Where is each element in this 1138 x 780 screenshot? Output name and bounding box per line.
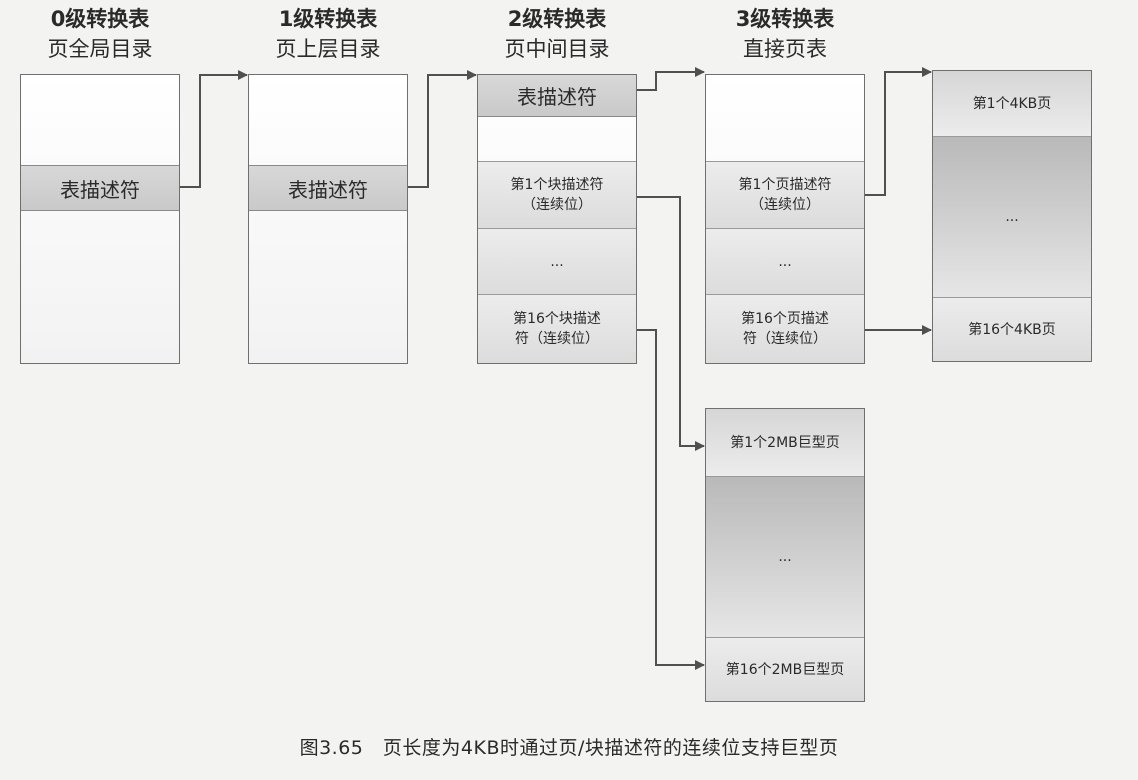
arrow-level2-to-level3: [637, 67, 705, 91]
level1-heading: 1级转换表 页上层目录: [248, 4, 408, 64]
level2-ellipsis-label: ...: [550, 253, 564, 270]
arrow-page1-to-4kb-first: [865, 67, 932, 196]
level3-last-page-line1: 第16个页描述: [741, 311, 829, 327]
level3-first-page-line2: （连续位）: [750, 197, 820, 213]
last-4kb-page-label: 第16个4KB页: [968, 321, 1056, 338]
level2-title: 2级转换表: [507, 7, 607, 31]
first-4kb-page-label: 第1个4KB页: [972, 95, 1052, 112]
level0-heading: 0级转换表 页全局目录: [20, 4, 180, 64]
level2-descriptor-label: 表描述符: [517, 85, 597, 109]
arrow-level1-to-level2: [408, 70, 477, 188]
level2-block-ellipsis: ...: [478, 229, 636, 295]
last-4kb-page: 第16个4KB页: [933, 297, 1091, 361]
4kb-ellipsis-label: ...: [1005, 209, 1019, 225]
level0-title: 0级转换表: [50, 7, 150, 31]
level3-first-page-descriptor: 第1个页描述符 （连续位）: [706, 161, 864, 229]
level2-last-block-line1: 第16个块描述: [513, 311, 601, 327]
level3-heading: 3级转换表 直接页表: [705, 4, 865, 64]
2mb-ellipsis-label: ...: [778, 549, 792, 565]
level0-table: 表描述符: [20, 74, 180, 364]
first-2mb-page-label: 第1个2MB巨型页: [730, 434, 840, 451]
level2-heading: 2级转换表 页中间目录: [477, 4, 637, 64]
level2-table: 表描述符 第1个块描述符 （连续位） ... 第16个块描述 符（连续位）: [477, 74, 637, 364]
first-2mb-page: 第1个2MB巨型页: [706, 409, 864, 477]
level1-subtitle: 页上层目录: [275, 37, 381, 61]
arrow-block16-to-2mb-last: [637, 329, 705, 670]
first-4kb-page: 第1个4KB页: [933, 71, 1091, 137]
arrow-level0-to-level1: [180, 70, 248, 188]
level3-ellipsis-label: ...: [778, 253, 792, 270]
level3-title: 3级转换表: [735, 7, 835, 31]
4kb-pages-middle: ...: [933, 137, 1091, 297]
arrow-block1-to-2mb-first: [637, 196, 705, 451]
level0-table-descriptor: 表描述符: [21, 165, 179, 211]
last-2mb-page-label: 第16个2MB巨型页: [725, 661, 845, 678]
level3-page-ellipsis: ...: [706, 229, 864, 295]
level1-table: 表描述符: [248, 74, 408, 364]
level1-table-descriptor: 表描述符: [249, 165, 407, 211]
level2-table-descriptor: 表描述符: [478, 75, 636, 117]
level2-subtitle: 页中间目录: [504, 37, 610, 61]
figure-caption: 图3.65 页长度为4KB时通过页/块描述符的连续位支持巨型页: [299, 737, 839, 759]
level3-last-page-descriptor: 第16个页描述 符（连续位）: [706, 295, 864, 363]
level2-last-block-descriptor: 第16个块描述 符（连续位）: [478, 295, 636, 363]
level3-subtitle: 直接页表: [743, 37, 827, 61]
2mb-pages-middle: ...: [706, 477, 864, 637]
level0-descriptor-label: 表描述符: [60, 177, 140, 202]
level2-first-block-line1: 第1个块描述符: [510, 177, 604, 193]
level3-table: 第1个页描述符 （连续位） ... 第16个页描述 符（连续位）: [705, 74, 865, 364]
level2-first-block-descriptor: 第1个块描述符 （连续位）: [478, 161, 636, 229]
level2-first-block-line2: （连续位）: [522, 197, 592, 213]
level3-last-page-line2: 符（连续位）: [743, 331, 827, 347]
level2-last-block-line2: 符（连续位）: [515, 331, 599, 347]
level0-subtitle: 页全局目录: [47, 37, 153, 61]
level3-first-page-line1: 第1个页描述符: [738, 177, 832, 193]
pages-4kb-column: 第1个4KB页 ... 第16个4KB页: [932, 70, 1092, 362]
pages-2mb-column: 第1个2MB巨型页 ... 第16个2MB巨型页: [705, 408, 865, 702]
last-2mb-page: 第16个2MB巨型页: [706, 637, 864, 701]
level1-descriptor-label: 表描述符: [288, 177, 368, 202]
level1-title: 1级转换表: [278, 7, 378, 31]
